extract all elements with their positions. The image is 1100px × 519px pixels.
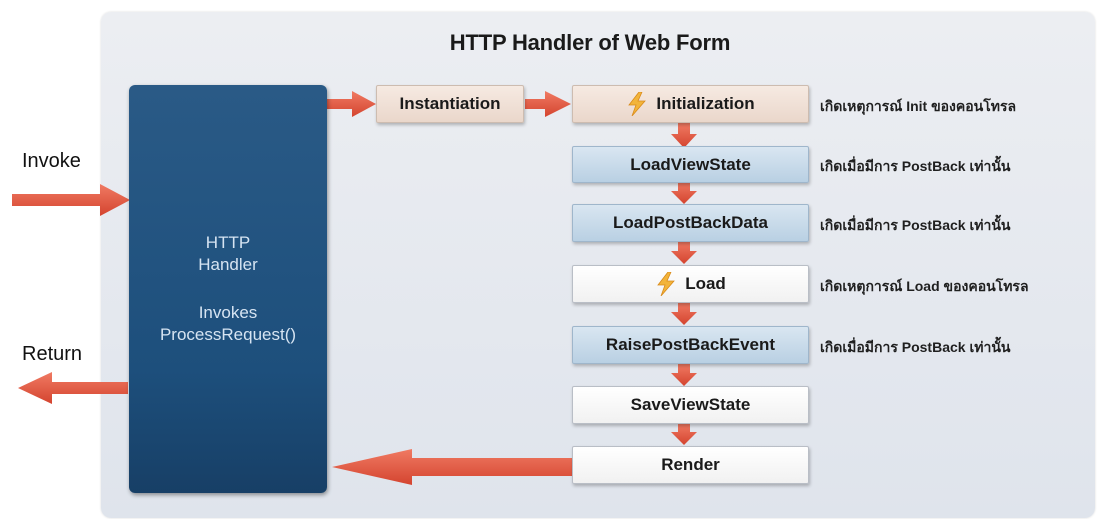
stage-label: Initialization: [656, 94, 755, 113]
chain-arrow-6: [671, 423, 697, 445]
chain-arrow-3: [671, 241, 697, 264]
invoke-arrow: [12, 184, 130, 216]
render-to-handler-arrow: [332, 449, 572, 485]
stage-loadviewstate: LoadViewState: [572, 146, 809, 183]
stage-raisepostbackevent: RaisePostBackEvent: [572, 326, 809, 364]
return-arrow: [18, 372, 128, 404]
note-initialization: เกิดเหตุการณ์ Init ของคอนโทรล: [820, 98, 1017, 114]
stage-load: Load: [572, 265, 809, 303]
stage-label: Render: [661, 455, 720, 474]
handler-line-1: HTTP: [205, 233, 251, 252]
handler-line-2: Handler: [198, 255, 258, 274]
chain-arrow-4: [671, 302, 697, 325]
invoke-label: Invoke: [22, 150, 81, 172]
instantiation-label: Instantiation: [399, 94, 501, 113]
instantiation-box: Instantiation: [376, 85, 524, 123]
handler-line-4: ProcessRequest(): [159, 325, 297, 344]
note-loadviewstate: เกิดเมื่อมีการ PostBack เท่านั้น: [820, 158, 1011, 174]
return-label: Return: [22, 343, 83, 365]
stage-label: Load: [685, 274, 726, 293]
stage-initialization: Initialization: [572, 85, 809, 123]
chain-arrow-1: [671, 123, 697, 148]
note-loadpostbackdata: เกิดเมื่อมีการ PostBack เท่านั้น: [820, 217, 1011, 233]
handler-line-3: Invokes: [198, 303, 258, 322]
lightning-icon: [657, 272, 676, 296]
diagram-title: HTTP Handler of Web Form: [449, 30, 731, 55]
lightning-icon: [628, 92, 647, 116]
stage-label: SaveViewState: [630, 395, 751, 414]
note-raisepostbackevent: เกิดเมื่อมีการ PostBack เท่านั้น: [820, 339, 1011, 355]
stage-loadpostbackdata: LoadPostBackData: [572, 204, 809, 242]
http-handler-block: HTTP Handler Invokes ProcessRequest(): [129, 85, 327, 493]
note-load: เกิดเหตุการณ์ Load ของคอนโทรล: [820, 278, 1029, 294]
stage-saveviewstate: SaveViewState: [572, 386, 809, 424]
handler-to-instantiation-arrow: [327, 91, 376, 117]
stage-render: Render: [572, 446, 809, 484]
chain-arrow-2: [671, 181, 697, 204]
instantiation-to-init-arrow: [525, 91, 571, 117]
stage-label: RaisePostBackEvent: [605, 335, 776, 354]
stage-label: LoadPostBackData: [613, 213, 768, 232]
stage-label: LoadViewState: [630, 154, 751, 174]
chain-arrow-5: [671, 364, 697, 386]
